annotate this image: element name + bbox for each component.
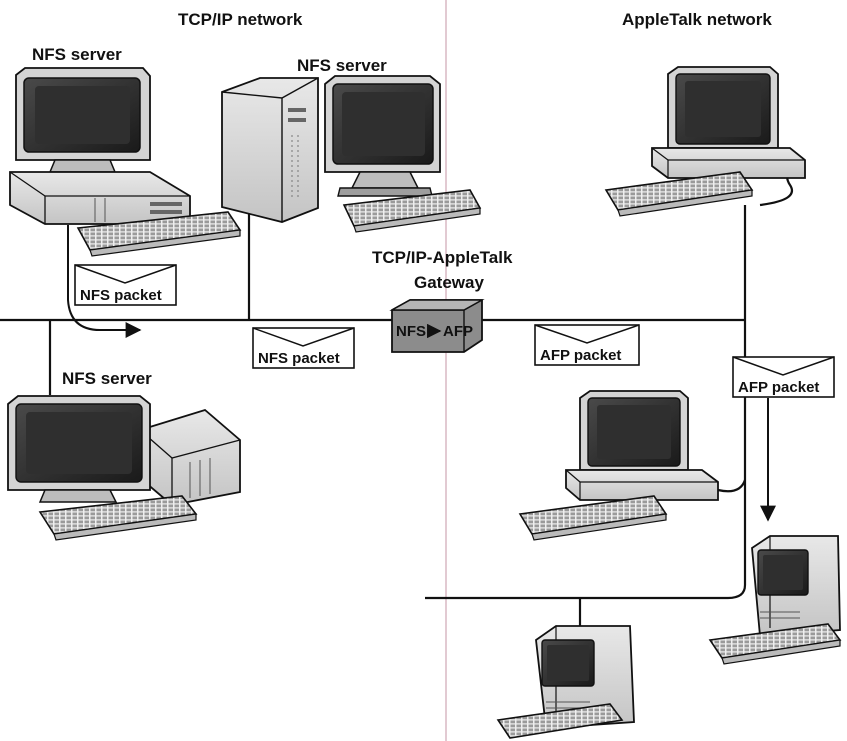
packet-label: AFP packet bbox=[738, 379, 819, 396]
packet-label: NFS packet bbox=[80, 287, 162, 304]
packet-label: AFP packet bbox=[540, 347, 621, 364]
nfs-server-top-center: NFS server bbox=[221, 56, 482, 233]
gateway-title-line2: Gateway bbox=[414, 273, 484, 292]
packet-afp-middle: AFP packet bbox=[534, 324, 640, 366]
appletalk-network-label: AppleTalk network bbox=[622, 10, 772, 29]
gateway-to-protocol: AFP bbox=[443, 323, 473, 340]
tcpip-network-label: TCP/IP network bbox=[178, 10, 303, 29]
gateway-from-protocol: NFS bbox=[396, 323, 426, 340]
server-label: NFS server bbox=[297, 56, 387, 75]
appletalk-compact-mac-right bbox=[708, 535, 842, 665]
nfs-server-top-left: NFS server bbox=[9, 45, 242, 257]
packet-label: NFS packet bbox=[258, 350, 340, 367]
appletalk-compact-mac-bottom bbox=[496, 625, 635, 739]
server-label: NFS server bbox=[62, 369, 152, 388]
nfs-flow-arrow bbox=[67, 225, 142, 338]
packet-afp-right: AFP packet bbox=[732, 356, 835, 398]
appletalk-computer-top-right bbox=[604, 66, 806, 217]
appletalk-computer-middle-right bbox=[518, 390, 747, 541]
packet-nfs-lower: NFS packet bbox=[252, 327, 355, 369]
server-label: NFS server bbox=[32, 45, 122, 64]
tcpip-appletalk-gateway: TCP/IP-AppleTalk Gateway NFS AFP bbox=[372, 248, 513, 353]
gateway-title-line1: TCP/IP-AppleTalk bbox=[372, 248, 513, 267]
nfs-server-bottom-left: NFS server bbox=[7, 369, 241, 541]
packet-nfs-upper: NFS packet bbox=[74, 264, 177, 306]
